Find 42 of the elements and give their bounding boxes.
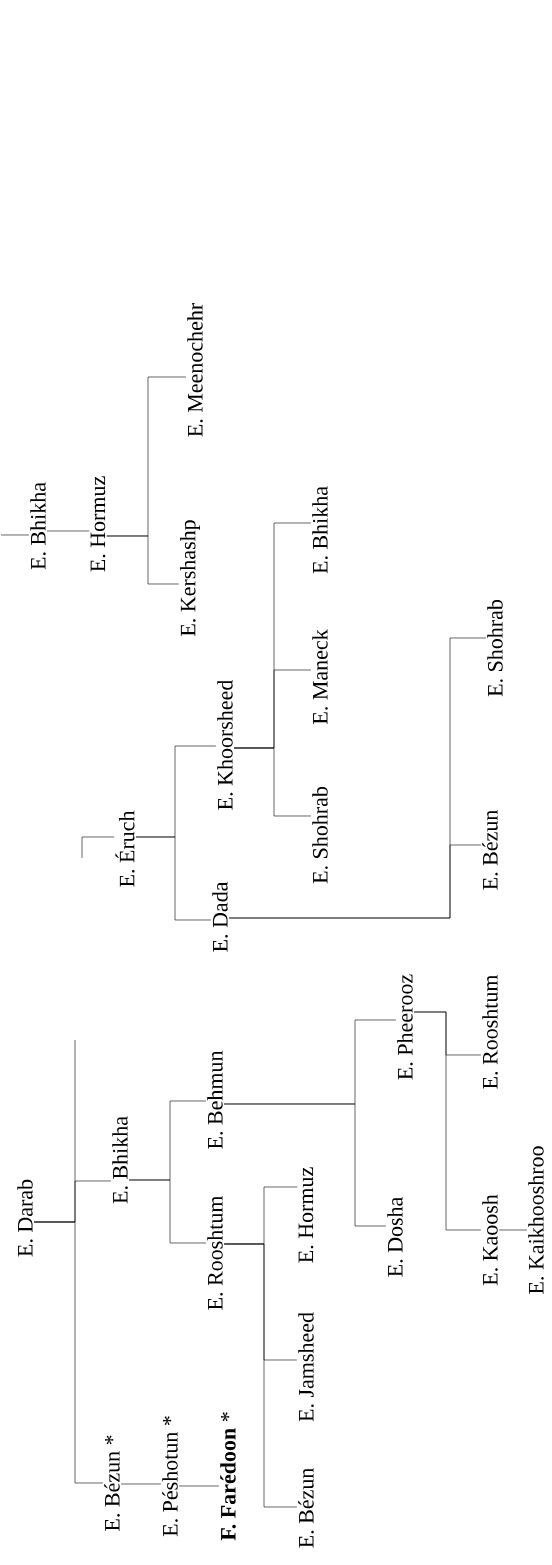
name-label: E. Pheerooz xyxy=(397,974,413,1080)
name-label: E. Hormuz xyxy=(298,1167,314,1263)
name-label: E. Hormuz xyxy=(90,476,106,572)
name-label: E. Behmun xyxy=(207,1050,223,1149)
name-label: E. Bhikha xyxy=(30,482,46,570)
name-label: E. Darab xyxy=(17,1179,33,1257)
tree-line xyxy=(223,1103,387,1227)
tree-line xyxy=(33,1039,76,1223)
tree-line xyxy=(413,1011,482,1231)
name-label: E. Éruch xyxy=(115,810,135,887)
tree-line xyxy=(106,535,180,585)
tree-line xyxy=(81,836,115,859)
name-label: E. Rooshtum xyxy=(207,1195,223,1310)
tree-line xyxy=(135,836,212,921)
tree-line xyxy=(223,1243,298,1508)
name-label: E. Bhikha xyxy=(312,486,328,574)
name-label: E. Kaikhooshroo xyxy=(528,1146,544,1294)
name-label: E. Khoorsheed xyxy=(217,679,233,810)
tree-line xyxy=(228,844,482,919)
name-label: E. Bézun xyxy=(298,1468,314,1548)
name-label: E. Dada xyxy=(212,881,228,952)
tree-line xyxy=(120,1483,162,1485)
name-label: E. Bézun * xyxy=(104,1435,120,1531)
name-label: E. Rooshtum xyxy=(482,974,498,1089)
name-label: E. Maneck xyxy=(312,629,328,724)
tree-line xyxy=(498,1229,528,1231)
name-label: E. Shohrab xyxy=(487,599,503,697)
name-label: E. Shohrab xyxy=(312,786,328,884)
name-label: F. Farédoon* xyxy=(220,1412,236,1541)
tree-line xyxy=(0,534,30,536)
name-label: E. Péshotun * xyxy=(162,1416,178,1537)
name-label: E. Bhikha xyxy=(112,1116,128,1204)
name-label: E. Jamsheed xyxy=(298,1312,314,1422)
name-label: E. Kaoosh xyxy=(482,1194,498,1286)
name-label: E. Kershashp xyxy=(180,520,200,636)
name-label: E. Dosha xyxy=(387,1196,403,1277)
name-label: E. Meenochehr xyxy=(187,302,203,437)
tree-line xyxy=(233,747,312,817)
tree-line xyxy=(46,530,90,532)
tree-line xyxy=(178,1485,220,1487)
name-label: E. Bézun xyxy=(482,810,498,890)
tree-line xyxy=(128,1179,207,1244)
